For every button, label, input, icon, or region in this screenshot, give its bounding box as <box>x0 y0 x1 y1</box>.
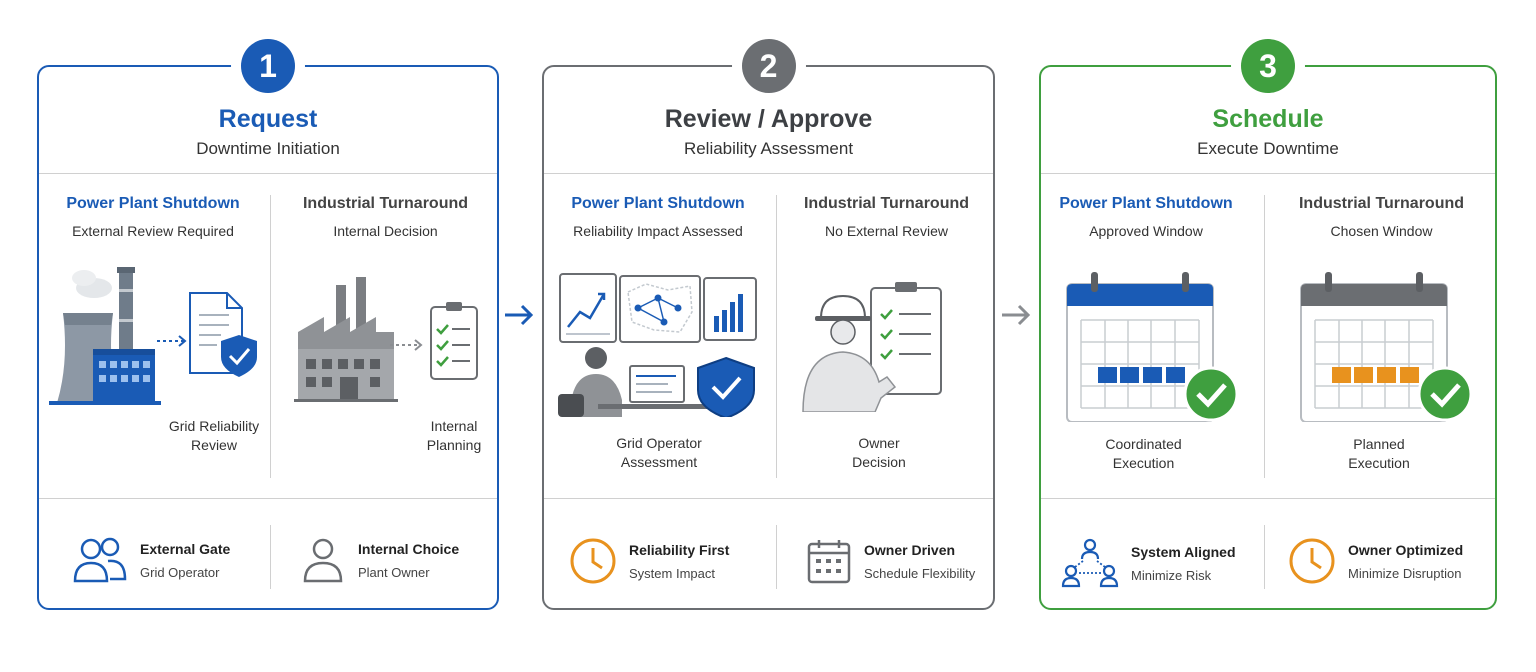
step-panel-schedule: 3 Schedule Execute Downtime Power Plant … <box>1039 39 1499 610</box>
user-icon <box>303 538 343 583</box>
column-power-plant: Power Plant Shutdown External Review Req… <box>39 195 267 239</box>
column-caption: Coordinated Execution <box>1105 436 1182 471</box>
calendar-icon <box>807 540 851 584</box>
footer-item: External Gate Grid Operator <box>72 537 230 583</box>
column-caption: Planned Execution <box>1348 436 1410 471</box>
users-icon <box>73 537 127 583</box>
divider <box>270 195 271 478</box>
footer-item: Owner Driven Schedule Flexibility <box>806 537 975 585</box>
divider <box>39 498 497 499</box>
column-subtitle: Internal Decision <box>333 223 438 239</box>
column-title: Power Plant Shutdown <box>66 195 240 212</box>
column-title: Industrial Turnaround <box>302 195 469 212</box>
clock-icon <box>1289 538 1335 584</box>
footer-item: Reliability First System Impact <box>569 537 729 585</box>
network-icon <box>1061 538 1119 588</box>
column-subtitle: External Review Required <box>72 223 234 239</box>
arrow-right-icon <box>1002 304 1031 326</box>
divider <box>1041 173 1495 174</box>
column-subtitle: Reliability Impact Assessed <box>573 223 743 239</box>
footer-subtitle: System Impact <box>629 565 715 581</box>
power-plant-icon <box>49 267 257 405</box>
footer-item: System Aligned Minimize Risk <box>1061 537 1236 589</box>
column-caption: Grid Operator Assessment <box>616 435 702 470</box>
divider <box>544 498 993 499</box>
footer-title: Owner Driven <box>864 541 956 558</box>
step-number-badge: 2 <box>741 39 796 93</box>
step-number-badge: 1 <box>241 39 295 93</box>
step-number-badge: 3 <box>1241 39 1295 93</box>
divider <box>1264 525 1265 589</box>
column-power-plant: Power Plant Shutdown Reliability Impact … <box>544 195 772 239</box>
footer-title: Internal Choice <box>358 540 460 557</box>
engineer-clipboard-icon <box>802 282 942 412</box>
column-title: Industrial Turnaround <box>1298 195 1465 212</box>
divider <box>39 173 497 174</box>
clock-icon <box>570 538 616 584</box>
step-panel-request: 1 Request Downtime Initiation Power Plan… <box>37 39 501 610</box>
column-industrial: Industrial Turnaround Internal Decision <box>270 195 501 239</box>
column-subtitle: Chosen Window <box>1330 223 1433 239</box>
footer-subtitle: Minimize Risk <box>1131 567 1212 583</box>
divider <box>776 195 777 478</box>
footer-title: External Gate <box>140 540 231 557</box>
divider <box>1041 498 1495 499</box>
calendar-chosen-icon <box>1300 272 1473 422</box>
step-title: Review / Approve <box>664 105 873 133</box>
column-title: Industrial Turnaround <box>803 195 970 212</box>
grid-operator-icon <box>558 273 757 417</box>
divider <box>776 525 777 589</box>
column-caption: Grid Reliability Review <box>168 418 260 453</box>
footer-title: Reliability First <box>629 541 730 558</box>
column-title: Power Plant Shutdown <box>571 195 745 212</box>
footer-subtitle: Plant Owner <box>358 564 430 580</box>
divider <box>270 525 271 589</box>
step-title: Request <box>218 105 318 133</box>
divider <box>544 173 993 174</box>
step-subtitle: Execute Downtime <box>1197 139 1339 158</box>
column-caption: Owner Decision <box>852 435 906 470</box>
divider <box>1264 195 1265 478</box>
footer-subtitle: Grid Operator <box>140 564 220 580</box>
calendar-approved-icon <box>1066 272 1239 422</box>
footer-title: System Aligned <box>1131 543 1236 560</box>
column-subtitle: Approved Window <box>1089 223 1203 239</box>
column-caption: Internal Planning <box>426 418 482 453</box>
column-title: Power Plant Shutdown <box>1059 195 1233 212</box>
step-title: Schedule <box>1212 105 1324 133</box>
arrow-right-icon <box>505 304 534 326</box>
column-industrial: Industrial Turnaround No External Review <box>776 195 997 239</box>
footer-subtitle: Schedule Flexibility <box>864 565 976 581</box>
footer-subtitle: Minimize Disruption <box>1348 565 1462 581</box>
column-industrial: Industrial Turnaround Chosen Window <box>1264 195 1499 239</box>
step-panel-review: 2 Review / Approve Reliability Assessmen… <box>542 39 997 610</box>
footer-item: Internal Choice Plant Owner <box>300 537 459 583</box>
step-subtitle: Downtime Initiation <box>196 139 340 158</box>
column-power-plant: Power Plant Shutdown Approved Window <box>1041 195 1251 239</box>
factory-icon <box>294 277 478 402</box>
footer-title: Owner Optimized <box>1348 541 1464 558</box>
footer-item: Owner Optimized Minimize Disruption <box>1288 537 1463 585</box>
step-subtitle: Reliability Assessment <box>683 139 854 158</box>
column-subtitle: No External Review <box>825 223 948 239</box>
